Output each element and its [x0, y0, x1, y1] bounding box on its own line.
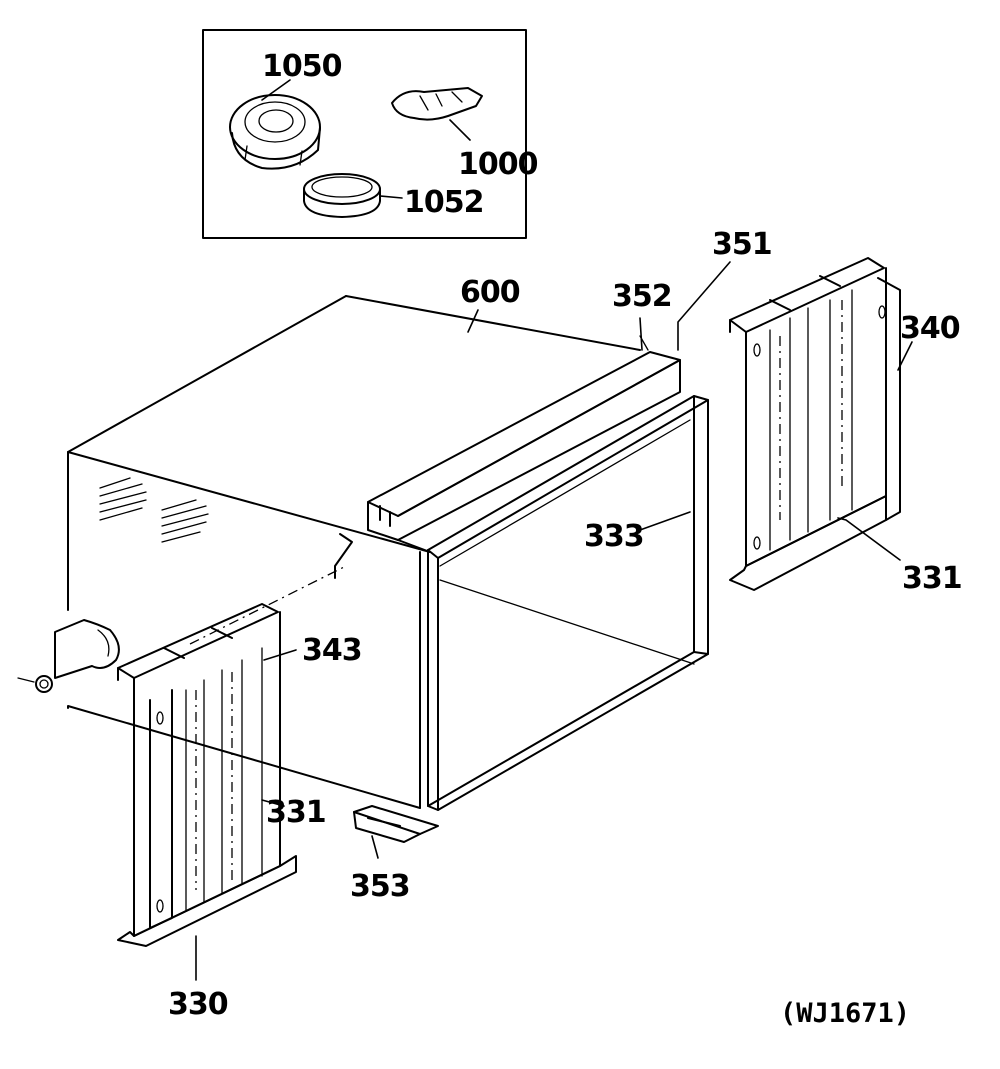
leader-lines [195, 261, 913, 981]
leader-1052 [379, 195, 403, 199]
label-1050: 1050 [262, 49, 342, 84]
grommet [35, 675, 53, 693]
enclosure-600 [17, 295, 641, 809]
accessory-inset [202, 29, 527, 239]
rail-352-351 [367, 335, 681, 553]
label-1052: 1052 [404, 185, 484, 220]
alignment-line [189, 565, 347, 645]
label-330: 330 [168, 987, 228, 1022]
label-600: 600 [460, 275, 520, 310]
part-1050-coil [229, 94, 321, 170]
label-343: 343 [302, 633, 362, 668]
panel-340 [729, 257, 901, 591]
leader-1050 [261, 79, 291, 101]
label-331-left: 331 [266, 795, 326, 830]
label-333: 333 [584, 519, 644, 554]
rail-353 [353, 805, 439, 843]
label-1000: 1000 [458, 147, 538, 182]
label-353: 353 [350, 869, 410, 904]
part-1000-item [391, 87, 483, 121]
vent-louvers [99, 477, 209, 543]
part-1052-tape-roll [303, 173, 381, 218]
figure-reference: (WJ1671) [780, 998, 910, 1029]
frame-333 [427, 395, 709, 811]
label-340: 340 [900, 311, 960, 346]
label-351: 351 [712, 227, 772, 262]
panel-330 [117, 603, 297, 947]
label-331-right: 331 [902, 561, 962, 596]
leader-1000 [449, 119, 471, 141]
label-352: 352 [612, 279, 672, 314]
